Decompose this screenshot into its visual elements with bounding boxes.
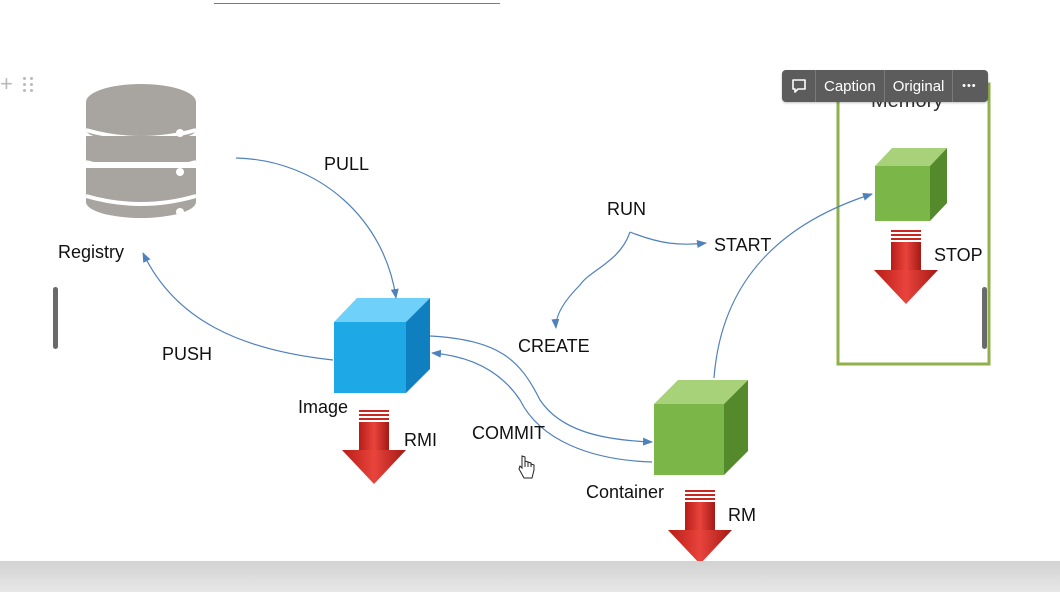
image-toolbar: Caption Original ••• <box>782 70 988 102</box>
image-label: Image <box>298 397 348 417</box>
registry-database-icon <box>85 84 197 218</box>
rmi-label: RMI <box>404 430 437 450</box>
caption-button[interactable]: Caption <box>816 70 885 102</box>
rmi-delete-arrow-icon <box>342 410 406 484</box>
create-arrow <box>429 335 653 446</box>
run-start-arrow <box>629 231 707 249</box>
container-label: Container <box>586 482 664 502</box>
commit-label: COMMIT <box>472 423 545 443</box>
push-label: PUSH <box>162 344 212 364</box>
create-label: CREATE <box>518 336 590 356</box>
rm-delete-arrow-icon <box>668 490 732 564</box>
pull-arrow <box>235 157 399 299</box>
resize-handle-right[interactable] <box>982 287 987 349</box>
original-button[interactable]: Original <box>885 70 954 102</box>
commit-arrow <box>431 349 653 463</box>
run-create-arrow <box>551 231 631 329</box>
resize-handle-left[interactable] <box>53 287 58 349</box>
comment-button[interactable] <box>782 70 816 102</box>
pull-label: PULL <box>324 154 369 174</box>
hand-cursor-icon <box>518 455 535 479</box>
registry-label: Registry <box>58 242 124 262</box>
speech-bubble-icon <box>791 79 806 93</box>
memory-box <box>836 82 991 366</box>
block-handle[interactable]: + <box>0 72 34 96</box>
container-cube-icon <box>654 380 748 475</box>
more-options-button[interactable]: ••• <box>962 80 977 92</box>
memory-cube-icon <box>875 148 947 221</box>
start-label: START <box>714 235 771 255</box>
rm-label: RM <box>728 505 756 525</box>
drag-handle-icon[interactable] <box>22 76 34 92</box>
bottom-bar <box>0 561 1060 592</box>
push-arrow <box>142 252 334 361</box>
add-block-icon[interactable]: + <box>0 71 13 96</box>
start-arrow <box>713 192 873 379</box>
run-label: RUN <box>607 199 646 219</box>
image-cube-icon <box>334 298 430 393</box>
diagram-connectors <box>142 157 873 463</box>
stop-label: STOP <box>934 245 983 265</box>
top-link-underline[interactable] <box>214 0 500 4</box>
stop-down-arrow-icon <box>874 230 938 304</box>
